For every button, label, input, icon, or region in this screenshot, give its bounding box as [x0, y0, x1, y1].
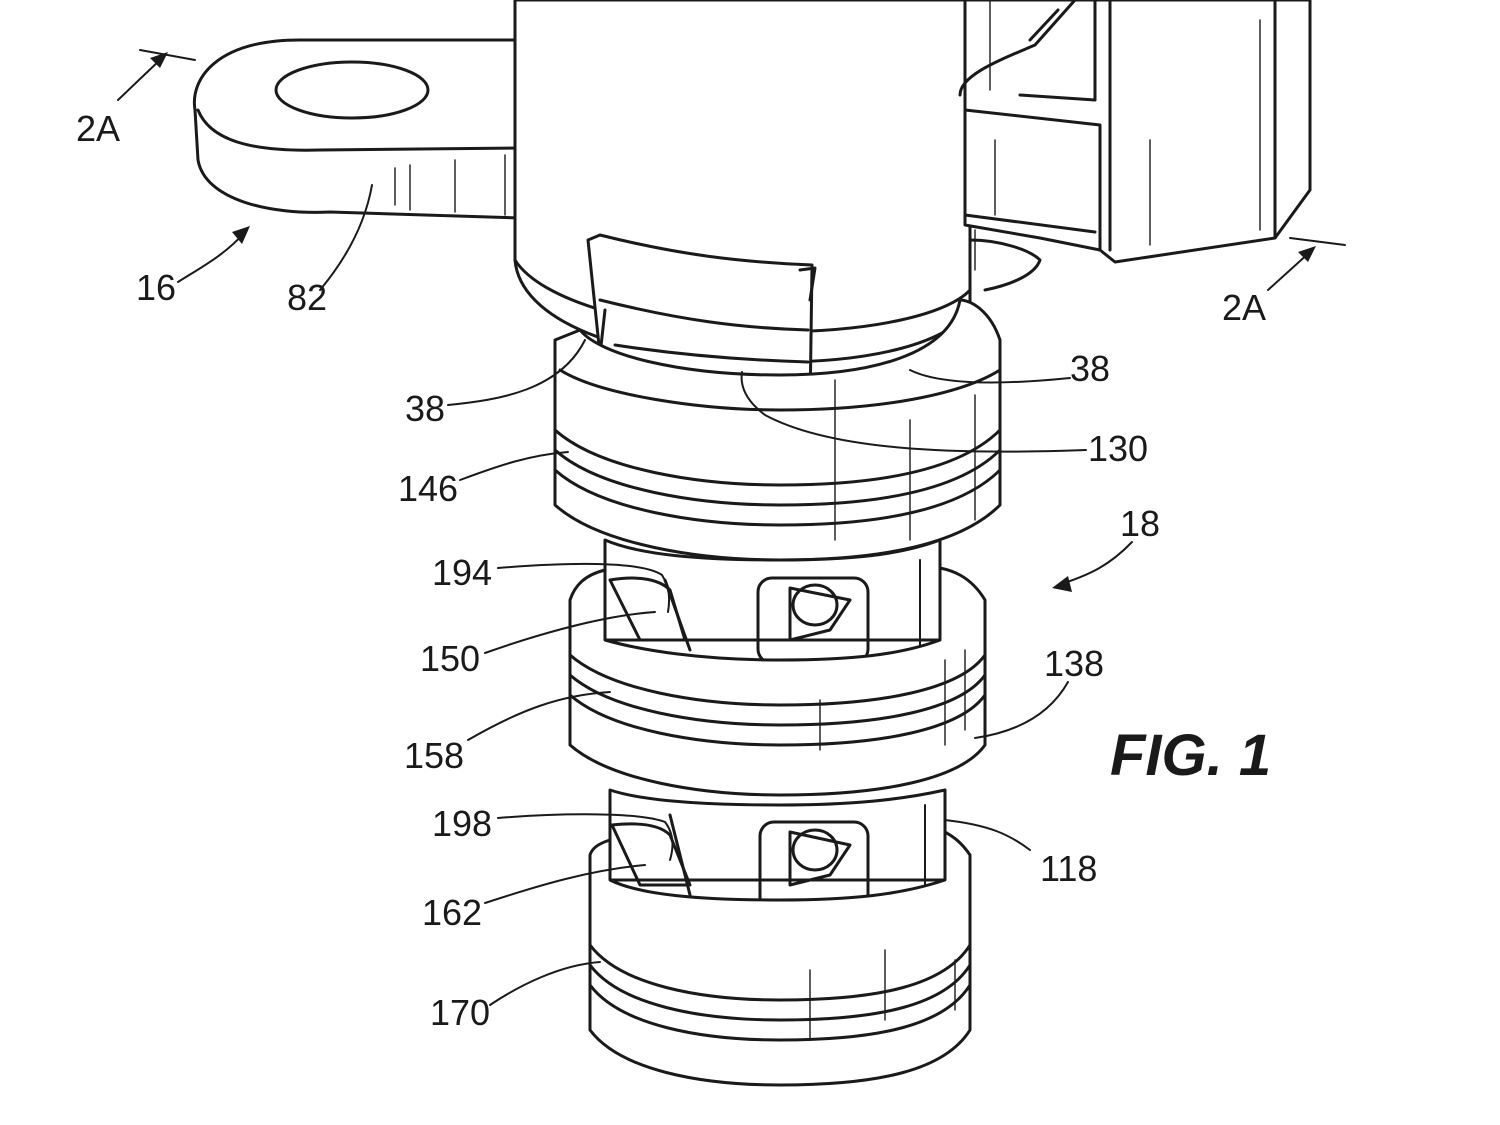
ref-16: 16	[136, 267, 176, 308]
ref-198: 198	[432, 803, 492, 844]
ref-82: 82	[287, 277, 327, 318]
ref-170: 170	[430, 992, 490, 1033]
ref-18: 18	[1120, 503, 1160, 544]
ref-194: 194	[432, 552, 492, 593]
ref-118: 118	[1040, 848, 1097, 889]
section-marker-right	[1267, 237, 1346, 291]
ref-162: 162	[422, 892, 482, 933]
valve-collar-158	[568, 566, 987, 797]
ref-146: 146	[398, 468, 458, 509]
ref-158: 158	[404, 735, 464, 776]
ref-38-left: 38	[405, 388, 445, 429]
ref-138: 138	[1044, 643, 1104, 684]
window-section-lower	[608, 788, 947, 914]
ref-38-right: 38	[1070, 348, 1110, 389]
valve-collar-146	[553, 298, 1002, 562]
ref-150: 150	[420, 638, 480, 679]
leader-lines	[177, 184, 1133, 1006]
mounting-bracket	[192, 38, 522, 220]
figure-label: FIG. 1	[1110, 723, 1271, 788]
window-section-upper	[603, 538, 942, 665]
section-label-right: 2A	[1222, 287, 1266, 328]
reference-numerals: 2A 2A 16 82 38 38 130 146 18 194 150 138…	[76, 108, 1271, 1033]
valve-collar-170	[588, 830, 972, 1087]
section-marker-left	[117, 49, 196, 101]
solenoid-body	[513, 0, 1312, 412]
ref-130: 130	[1088, 428, 1148, 469]
section-label-left: 2A	[76, 108, 120, 149]
